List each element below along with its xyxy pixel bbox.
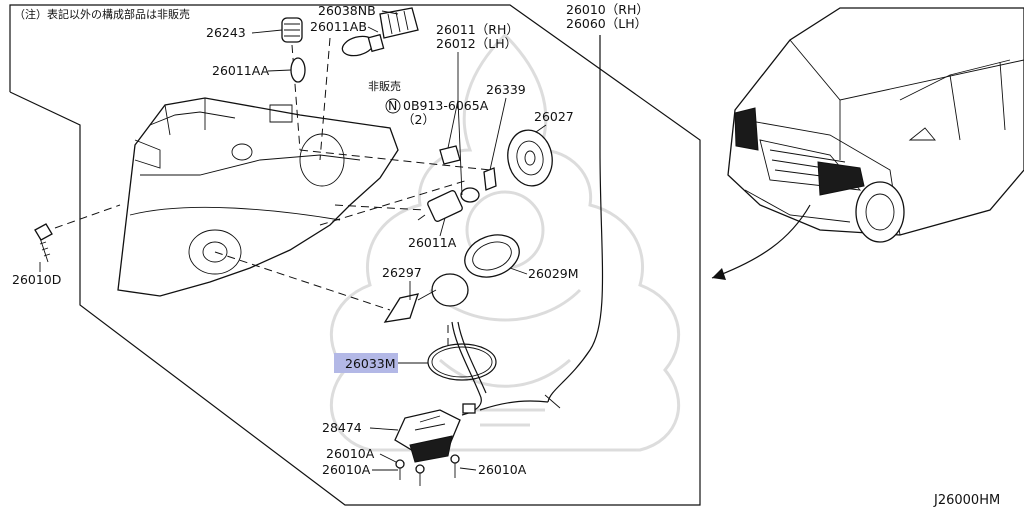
- label-26029M: 26029M: [528, 266, 579, 281]
- label-26011-rh: 26011（RH）: [436, 22, 519, 37]
- label-not-sold: 非販売: [368, 80, 401, 93]
- seal-26033M: [427, 343, 497, 381]
- bulb-26243: [281, 17, 303, 43]
- label-26010A-2: 26010A: [322, 462, 371, 477]
- label-26033M: 26033M: [345, 356, 396, 371]
- headlamp-housing: [117, 97, 399, 297]
- label-28474: 28474: [322, 420, 362, 435]
- bolt-symbol: N: [388, 98, 397, 113]
- label-26339: 26339: [486, 82, 526, 97]
- ballast-28474: [394, 409, 461, 463]
- label-bolt-qty: （2）: [402, 112, 435, 127]
- bulb-26011A: [417, 187, 480, 222]
- non-sale-note: （注）表記以外の構成部品は非販売: [14, 7, 190, 21]
- screws-26010A: [395, 454, 460, 486]
- label-26012-lh: 26012（LH）: [436, 36, 517, 51]
- label-26011A: 26011A: [408, 235, 457, 250]
- bulb-26011AA: [290, 57, 306, 83]
- label-assembly-rh: 26010（RH）: [566, 2, 649, 17]
- label-26010D: 26010D: [12, 272, 61, 287]
- bulb-26011AB: [341, 33, 385, 57]
- vehicle-illustration: [711, 7, 1024, 280]
- ring-26029M: [464, 234, 520, 278]
- label-assembly-lh: 26060（LH）: [566, 16, 647, 31]
- screw-26010D: [34, 223, 53, 263]
- bracket-26012: [439, 145, 461, 165]
- cap-26027: [507, 129, 553, 187]
- assembly-boundary: [9, 4, 701, 506]
- highlight-26033M: [334, 353, 398, 373]
- label-26243: 26243: [206, 25, 246, 40]
- label-26038NB: 26038NB: [318, 3, 376, 18]
- label-26010A-1: 26010A: [326, 446, 375, 461]
- label-26011AA: 26011AA: [212, 63, 270, 78]
- label-26010A-3: 26010A: [478, 462, 527, 477]
- label-26297: 26297: [382, 265, 422, 280]
- harness: [451, 321, 561, 416]
- socket-26038NB: [379, 7, 419, 39]
- label-26027: 26027: [534, 109, 574, 124]
- label-bolt-spec: 0B913-6065A: [403, 98, 489, 113]
- assembly-leader-loop: [547, 35, 604, 403]
- label-26011AB: 26011AB: [310, 19, 367, 34]
- clip-26339: [483, 167, 497, 191]
- part-labels: 26038NB 26011AB 26243 26011AA 26010（RH） …: [12, 2, 649, 477]
- bulb-26297: [383, 273, 469, 323]
- diagram-reference-code: J26000HM: [933, 493, 1000, 508]
